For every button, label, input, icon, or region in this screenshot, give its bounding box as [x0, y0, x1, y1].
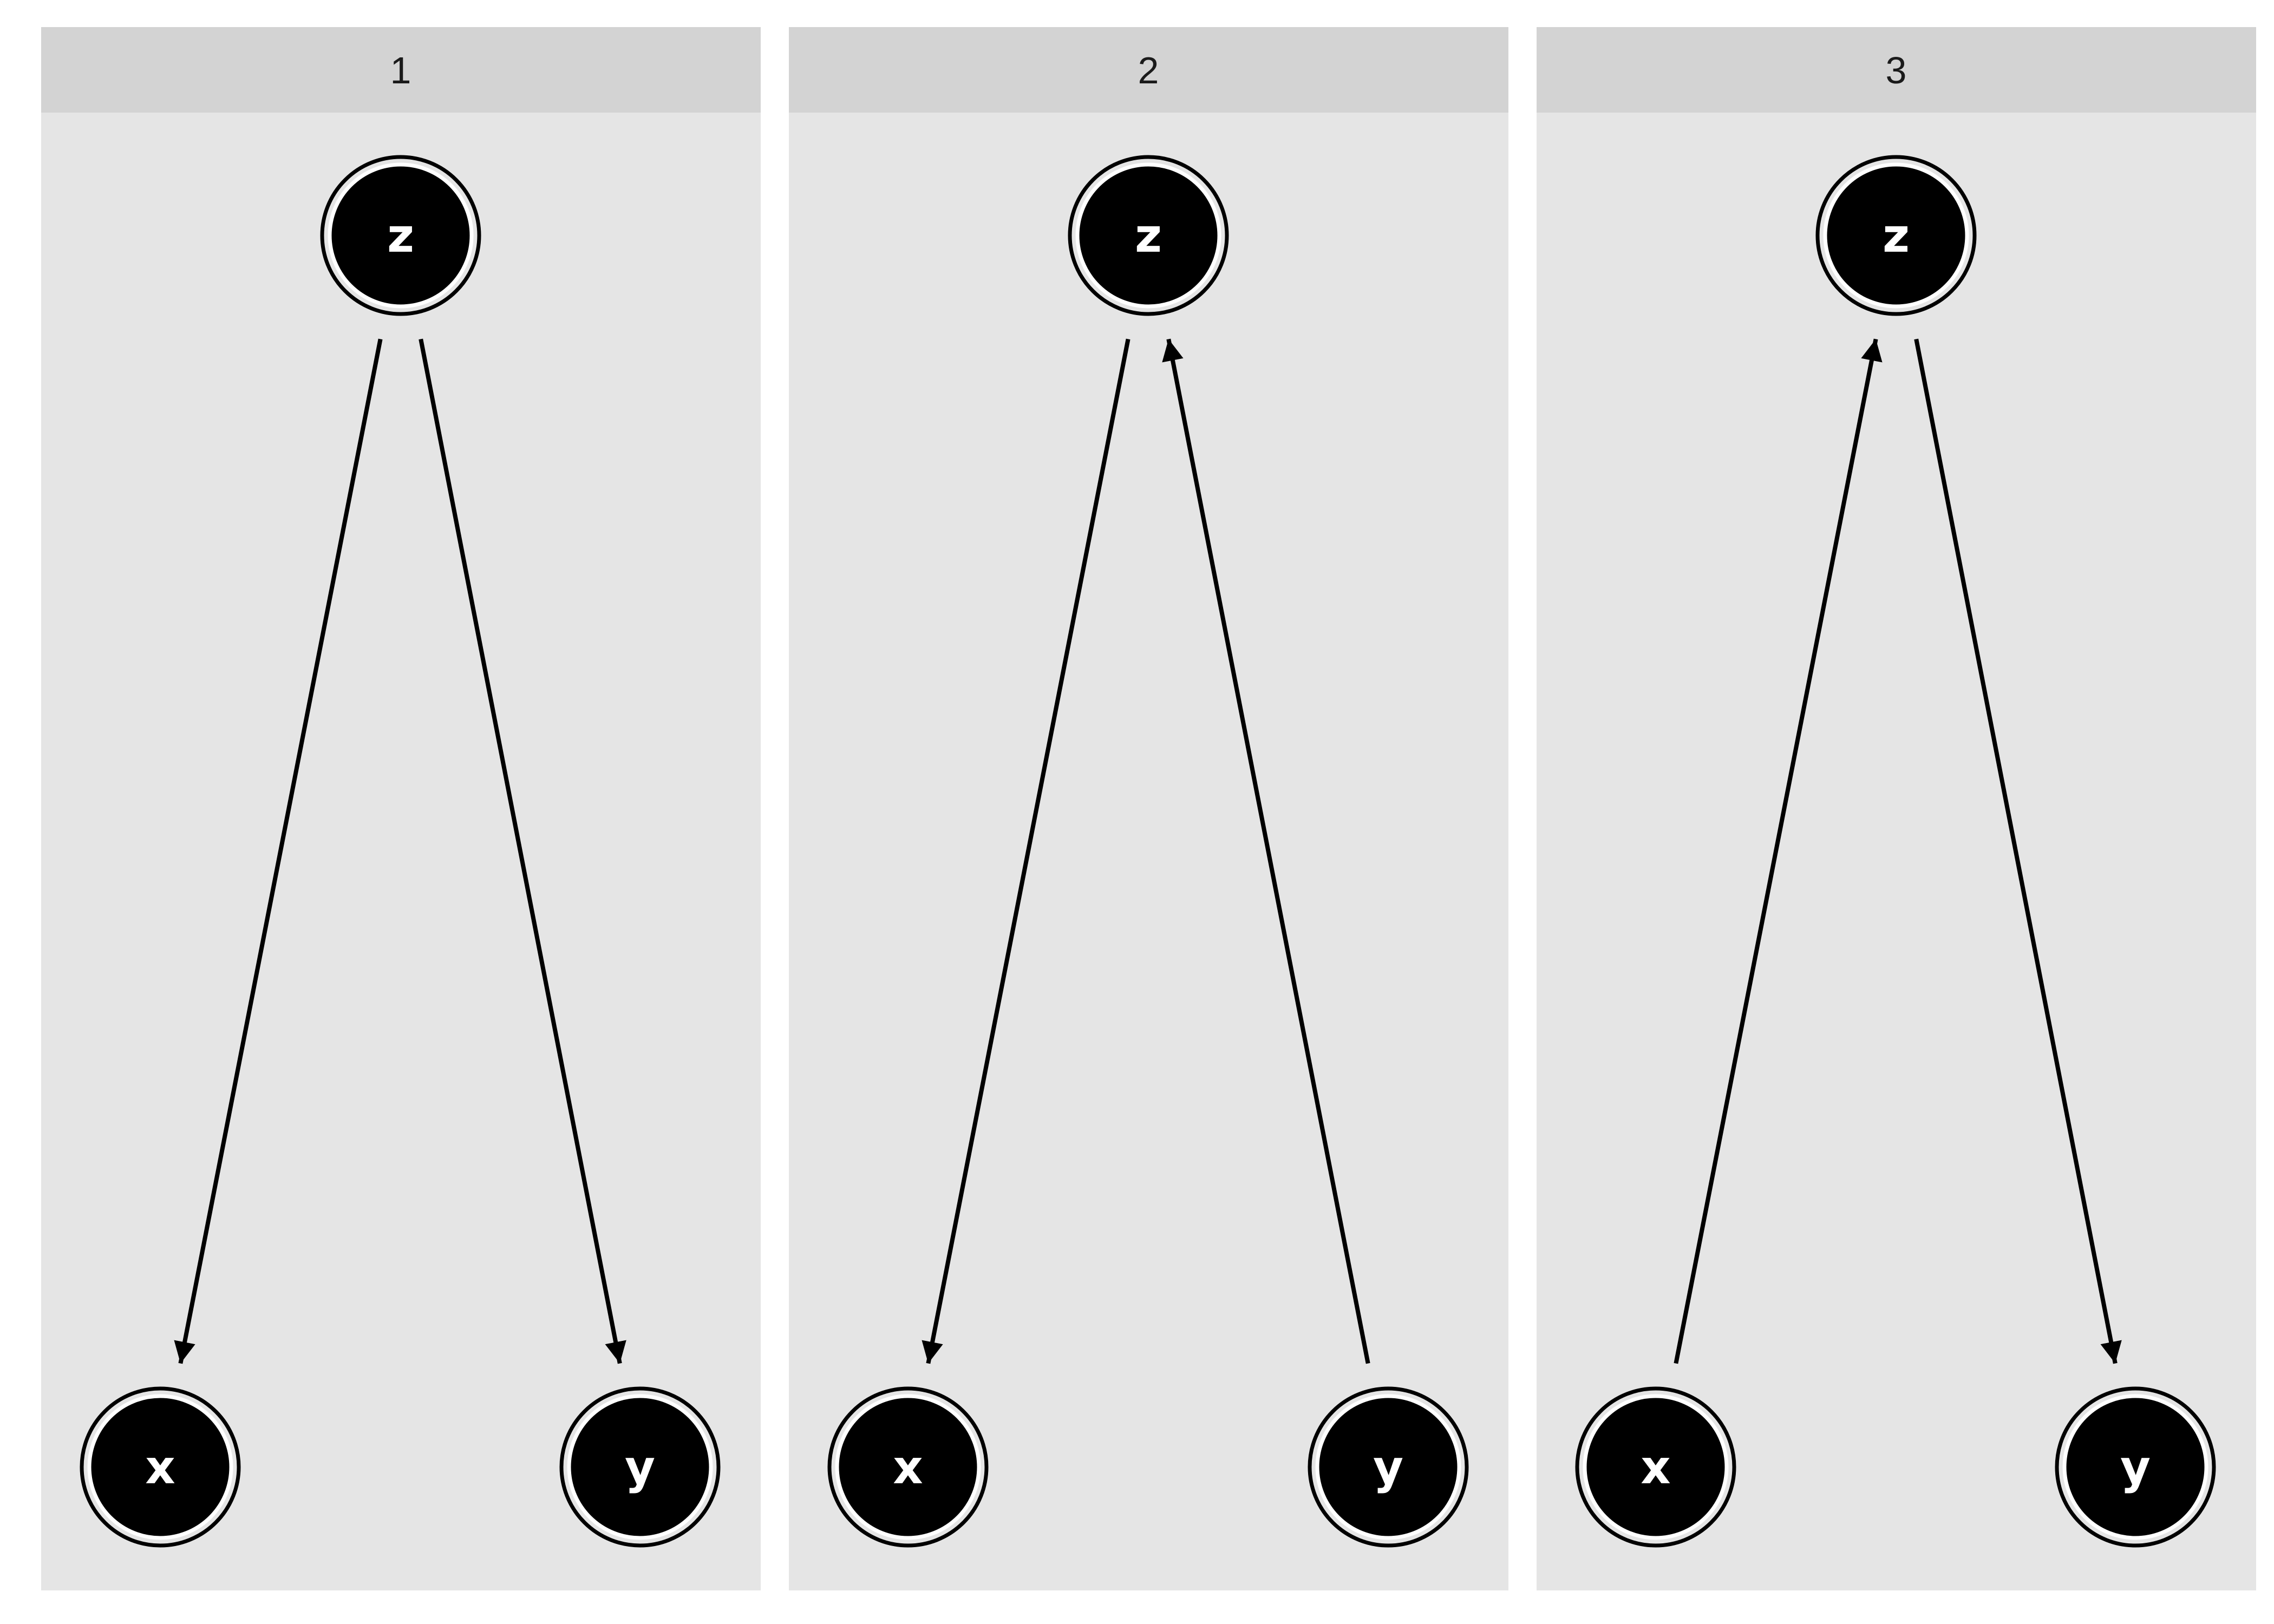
edges [174, 338, 626, 1364]
node-y: y [559, 1386, 721, 1548]
panel-strip [789, 27, 1508, 113]
panel-background [41, 113, 761, 1590]
edge-z-to-x [922, 338, 1131, 1364]
node-y: y [1308, 1386, 1469, 1548]
edge-y-to-z [1162, 338, 1370, 1364]
panel-background [789, 113, 1508, 1590]
edge-z-to-y [1914, 338, 2122, 1364]
edges [1674, 338, 2122, 1364]
node-z: z [320, 155, 481, 316]
panel-3: 3 z x y [1537, 27, 2256, 1590]
edge-z-to-x [174, 338, 383, 1364]
node-y: y [2055, 1386, 2216, 1548]
node-x: x [827, 1386, 989, 1548]
edge-z-to-y [419, 338, 626, 1364]
node-label: y [625, 1440, 655, 1495]
node-label: z [1883, 209, 1910, 263]
node-label: x [145, 1440, 175, 1495]
panel-background [1537, 113, 2256, 1590]
panel-strip [1537, 27, 2256, 113]
node-x: x [1575, 1386, 1736, 1548]
node-label: z [1135, 209, 1162, 263]
node-z: z [1815, 155, 1977, 316]
panel-strip [41, 27, 761, 113]
node-x: x [80, 1386, 241, 1548]
panel-label: 2 [1138, 49, 1159, 91]
node-label: x [893, 1440, 923, 1495]
panel-label: 3 [1886, 49, 1907, 91]
node-label: x [1641, 1440, 1670, 1495]
panel-label: 1 [390, 49, 411, 91]
panel-1: 1 z x y [41, 27, 761, 1590]
node-label: z [387, 209, 414, 263]
node-label: y [2120, 1440, 2151, 1495]
node-label: y [1373, 1440, 1403, 1495]
panel-2: 2 z x y [789, 27, 1508, 1590]
edge-x-to-z [1674, 338, 1883, 1364]
node-z: z [1068, 155, 1229, 316]
edges [922, 338, 1370, 1364]
